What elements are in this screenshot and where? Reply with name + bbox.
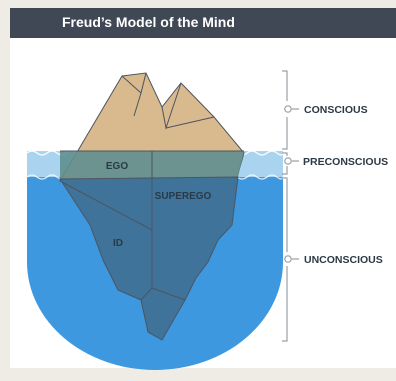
iceberg-facets-top <box>121 72 215 130</box>
id-label: ID <box>113 238 123 249</box>
superego-label: SUPEREGO <box>155 191 212 202</box>
ego-label: EGO <box>106 161 128 172</box>
preconscious-label: PRECONSCIOUS <box>303 156 388 168</box>
diagram-title: Freud’s Model of the Mind <box>62 14 235 30</box>
iceberg-facets-bottom <box>59 150 244 301</box>
title-bar: Freud’s Model of the Mind <box>10 8 396 38</box>
unconscious-label: UNCONSCIOUS <box>304 254 383 266</box>
bracket-lines <box>282 70 299 342</box>
bracket-nodes <box>284 105 292 263</box>
iceberg-below-water <box>59 176 239 341</box>
conscious-label: CONSCIOUS <box>304 104 368 116</box>
